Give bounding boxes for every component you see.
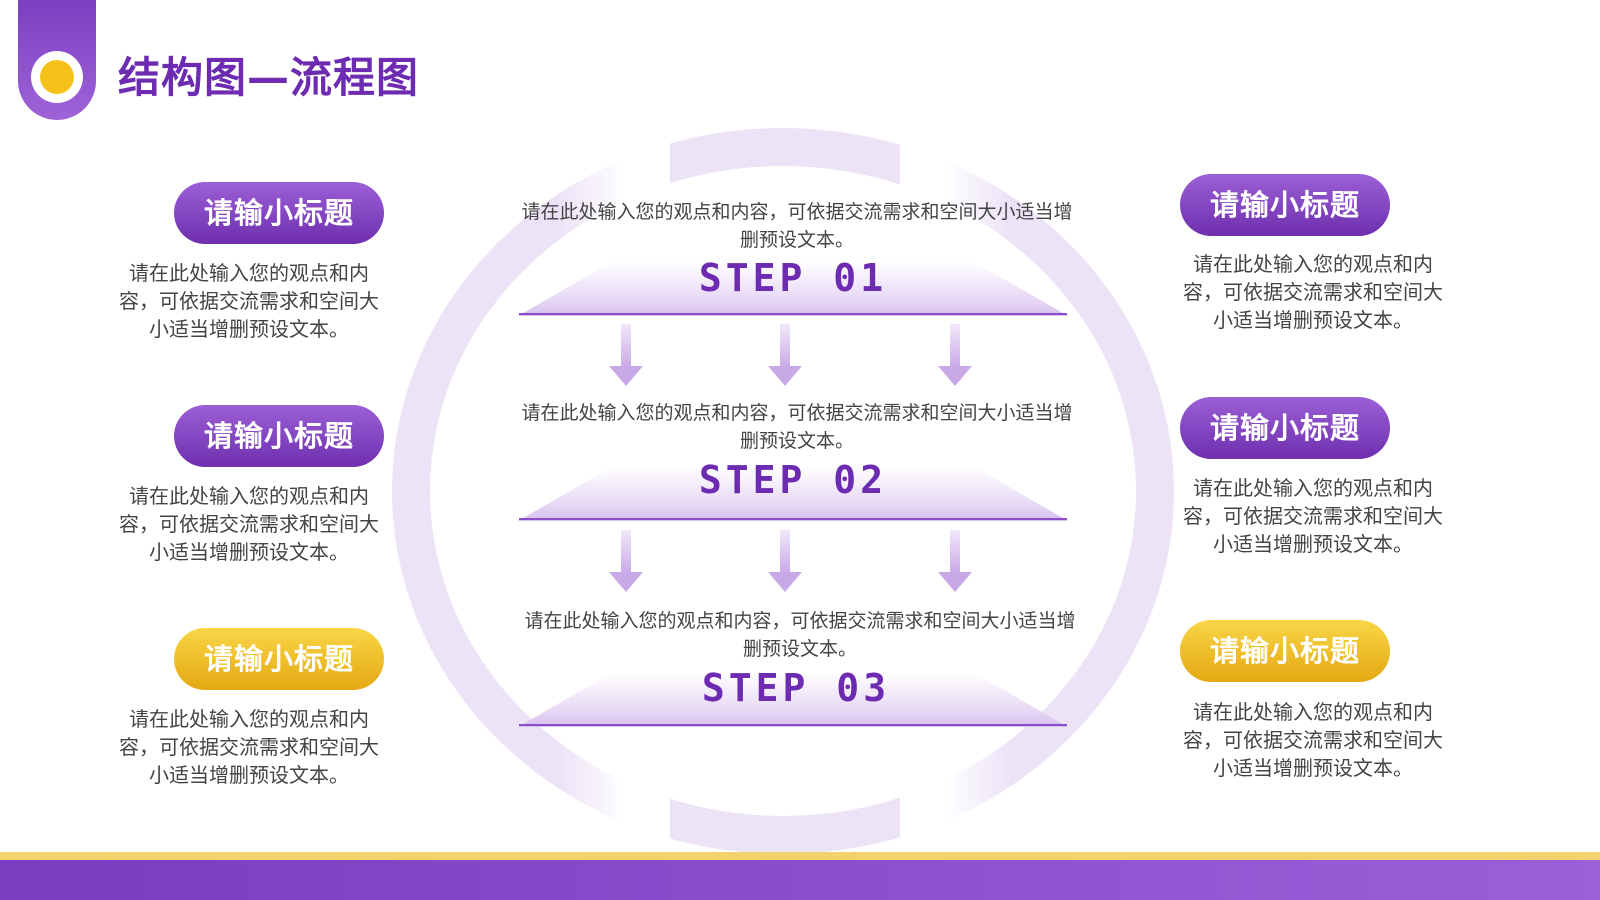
left-item-1-title: 请输小标题 <box>174 182 384 244</box>
footer-purple-band <box>0 860 1600 900</box>
step-1-description: 请在此处输入您的观点和内容，可依据交流需求和空间大小适当增删预设文本。 <box>521 201 1073 251</box>
right-item-1-title: 请输小标题 <box>1180 174 1390 236</box>
step-1-trapezoid <box>518 262 1068 316</box>
step-3-trapezoid <box>518 673 1068 727</box>
right-item-2-description: 请在此处输入您的观点和内容，可依据交流需求和空间大小适当增删预设文本。 <box>1183 476 1443 556</box>
badge-dot <box>40 60 74 94</box>
footer-gold-stripe <box>0 852 1600 860</box>
step-1-label: STEP 01 <box>698 256 888 300</box>
step-1-baseline <box>519 313 1067 315</box>
left-item-1-description: 请在此处输入您的观点和内容，可依据交流需求和空间大小适当增删预设文本。 <box>119 261 379 341</box>
down-arrow-icon <box>609 324 643 386</box>
right-item-2-title: 请输小标题 <box>1180 397 1390 459</box>
right-item-3-title: 请输小标题 <box>1180 620 1390 682</box>
step-2-trapezoid <box>518 467 1068 521</box>
left-item-2-description: 请在此处输入您的观点和内容，可依据交流需求和空间大小适当增删预设文本。 <box>119 484 379 564</box>
down-arrow-icon <box>609 530 643 592</box>
left-item-2-title: 请输小标题 <box>174 405 384 467</box>
down-arrow-icon <box>938 530 972 592</box>
left-item-3-title: 请输小标题 <box>174 628 384 690</box>
right-item-3-description: 请在此处输入您的观点和内容，可依据交流需求和空间大小适当增删预设文本。 <box>1183 700 1443 780</box>
step-3-baseline <box>519 724 1067 726</box>
left-item-3-description: 请在此处输入您的观点和内容，可依据交流需求和空间大小适当增删预设文本。 <box>119 707 379 787</box>
page-title: 结构图—流程图 <box>118 53 420 102</box>
step-3-label: STEP 03 <box>701 666 891 710</box>
step-3-description: 请在此处输入您的观点和内容，可依据交流需求和空间大小适当增删预设文本。 <box>524 610 1076 660</box>
step-2-label: STEP 02 <box>698 458 888 502</box>
right-item-1-description: 请在此处输入您的观点和内容，可依据交流需求和空间大小适当增删预设文本。 <box>1183 252 1443 332</box>
step-2-description: 请在此处输入您的观点和内容，可依据交流需求和空间大小适当增删预设文本。 <box>521 402 1073 452</box>
step-2-baseline <box>519 518 1067 520</box>
down-arrow-icon <box>768 530 802 592</box>
down-arrow-icon <box>938 324 972 386</box>
down-arrow-icon <box>768 324 802 386</box>
